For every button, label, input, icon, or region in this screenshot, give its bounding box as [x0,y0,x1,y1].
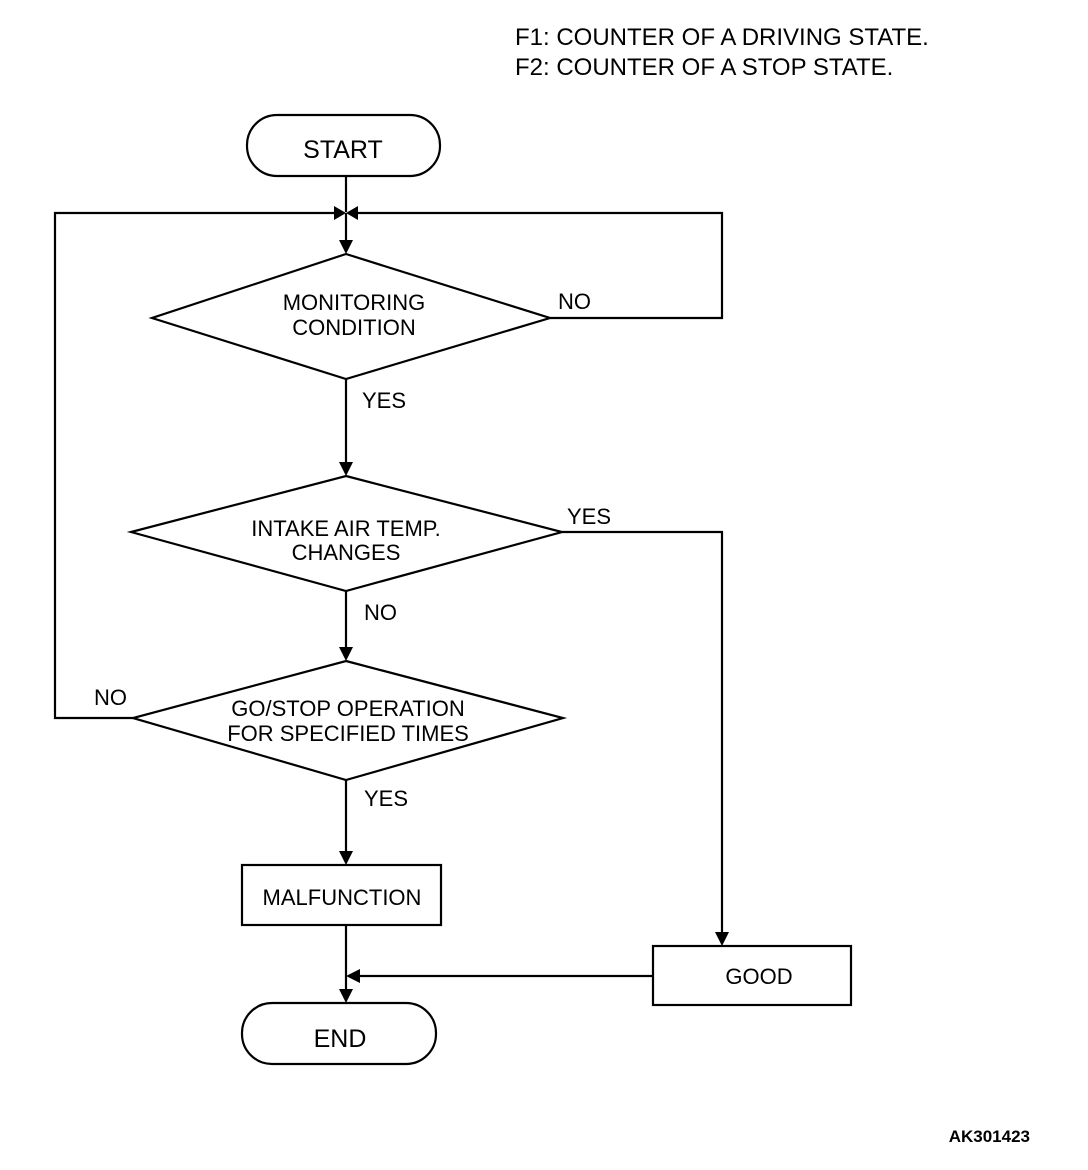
intake-no-label: NO [364,600,397,625]
arrow-to-gostop [339,647,353,661]
connector-intake-good [562,530,724,934]
arrow-to-end [339,989,353,1003]
arrow-to-malfunction [339,851,353,865]
monitoring-no-label: NO [558,289,591,314]
monitoring-label-2: CONDITION [292,315,415,340]
good-box [651,944,853,1007]
arrow-good-to-line [346,969,360,983]
arrow-right-loop [346,206,358,220]
good-label: GOOD [725,964,792,989]
intake-label-1: INTAKE AIR TEMP. [251,516,441,541]
start-label: START [303,136,383,164]
connector-gostop-no-loop [53,211,338,720]
monitoring-yes-label: YES [362,388,406,413]
arrow-to-monitoring [339,240,353,254]
arrow-to-intake [339,462,353,476]
gostop-label-1: GO/STOP OPERATION [231,696,465,721]
intake-yes-label: YES [567,504,611,529]
gostop-label-2: FOR SPECIFIED TIMES [227,721,469,746]
monitoring-label-1: MONITORING [283,290,426,315]
connector-monitoring-no-loop [354,211,724,320]
end-terminal [240,1001,438,1066]
arrow-to-good [715,932,729,946]
legend-f1: F1: COUNTER OF A DRIVING STATE. [515,24,929,51]
end-label: END [314,1025,367,1053]
gostop-no-label: NO [94,685,127,710]
legend-f2: F2: COUNTER OF A STOP STATE. [515,54,893,81]
intake-label-2: CHANGES [292,540,401,565]
gostop-yes-label: YES [364,786,408,811]
malfunction-box [240,863,443,927]
start-terminal [245,113,442,178]
malfunction-label: MALFUNCTION [263,885,422,910]
arrow-left-loop [334,206,346,220]
figure-id: AK301423 [949,1127,1030,1146]
